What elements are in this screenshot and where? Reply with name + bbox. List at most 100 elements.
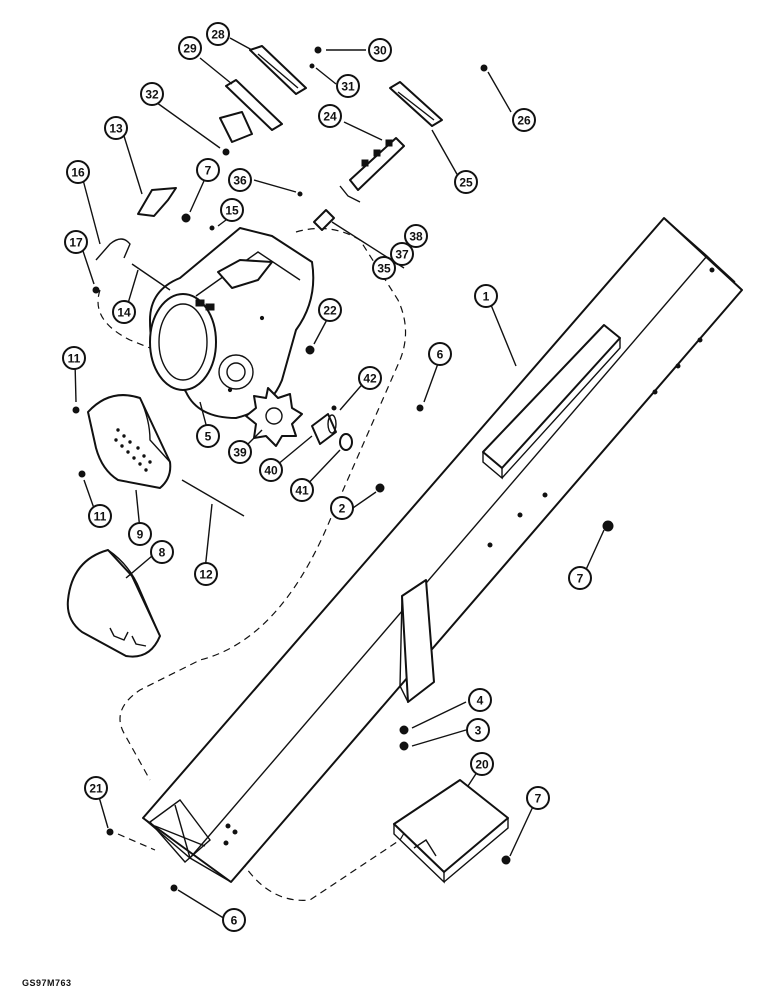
callout-circle — [196, 424, 220, 448]
bushing-40 — [311, 413, 337, 445]
callout-number: 2 — [339, 502, 346, 516]
callout-number: 38 — [409, 230, 423, 244]
callout-26: 26 — [512, 108, 536, 132]
callout-30: 30 — [368, 38, 392, 62]
callout-number: 8 — [159, 546, 166, 560]
callout-38: 38 — [404, 224, 428, 248]
assembly-group-outline-upper — [119, 227, 407, 781]
callout-circle — [194, 562, 218, 586]
callout-circle — [259, 458, 283, 482]
callout-circle — [228, 440, 252, 464]
callout-29: 29 — [178, 36, 202, 60]
callout-circle — [368, 38, 392, 62]
callout-circle — [526, 786, 550, 810]
mounting-bracket — [399, 579, 435, 703]
callout-circle — [66, 160, 90, 184]
callout-circle — [222, 908, 246, 932]
callout-number: 6 — [231, 914, 238, 928]
callout-8: 8 — [150, 540, 174, 564]
callout-number: 42 — [363, 372, 377, 386]
perforated-cover — [87, 394, 172, 489]
callout-number: 1 — [483, 290, 490, 304]
callout-circle — [84, 776, 108, 800]
callout-circle — [466, 718, 490, 742]
callout-circle — [568, 566, 592, 590]
callout-number: 24 — [323, 110, 337, 124]
callout-number: 12 — [199, 568, 213, 582]
callout-number: 20 — [475, 758, 489, 772]
callout-number: 4 — [477, 694, 484, 708]
callout-1: 1 — [474, 284, 498, 308]
callout-4: 4 — [468, 688, 492, 712]
callout-circle — [358, 366, 382, 390]
callout-circle — [88, 504, 112, 528]
callout-number: 11 — [94, 510, 107, 524]
callout-circle — [62, 346, 86, 370]
callout-number: 6 — [437, 348, 444, 362]
bracket-32 — [219, 111, 253, 143]
callout-circle — [454, 170, 478, 194]
callout-number: 9 — [137, 528, 144, 542]
callout-6: 6 — [222, 908, 246, 932]
callout-number: 29 — [183, 42, 197, 56]
callout-number: 25 — [459, 176, 473, 190]
callout-14: 14 — [112, 300, 136, 324]
callout-circle — [104, 116, 128, 140]
callout-7: 7 — [568, 566, 592, 590]
callout-number: 13 — [109, 122, 123, 136]
callout-number: 11 — [68, 352, 81, 366]
callout-number: 31 — [341, 80, 355, 94]
strap-28 — [249, 45, 307, 95]
callout-32: 32 — [140, 82, 164, 106]
head-housing — [149, 227, 315, 419]
callout-11: 11 — [62, 346, 86, 370]
strap-25 — [389, 81, 443, 127]
callout-circle — [64, 230, 88, 254]
callout-circle — [372, 256, 396, 280]
callout-circle — [318, 104, 342, 128]
callout-25: 25 — [454, 170, 478, 194]
washer-41 — [339, 433, 353, 451]
callout-number: 17 — [69, 236, 83, 250]
callout-40: 40 — [259, 458, 283, 482]
callout-number: 37 — [395, 248, 409, 262]
callout-9: 9 — [128, 522, 152, 546]
callout-number: 35 — [377, 262, 391, 276]
callout-31: 31 — [336, 74, 360, 98]
chain-24 — [339, 137, 405, 203]
callout-number: 30 — [373, 44, 387, 58]
callout-circle — [318, 298, 342, 322]
callout-circle — [196, 158, 220, 182]
callout-circle — [140, 82, 164, 106]
callout-circle — [428, 342, 452, 366]
assembly-group-outline-left — [97, 289, 181, 361]
callout-21: 21 — [84, 776, 108, 800]
strap-29 — [225, 79, 283, 131]
callout-circle — [290, 478, 314, 502]
callout-circle — [512, 108, 536, 132]
callout-24: 24 — [318, 104, 342, 128]
cover-plate — [393, 779, 509, 884]
callout-7: 7 — [196, 158, 220, 182]
callout-circle — [178, 36, 202, 60]
lower-cover — [66, 549, 161, 658]
callout-12: 12 — [194, 562, 218, 586]
callout-circle — [336, 74, 360, 98]
u-bolt-16 — [95, 238, 131, 261]
callout-circle — [474, 284, 498, 308]
callout-circle — [390, 242, 414, 266]
long-bolt-12 — [181, 479, 245, 517]
callout-6: 6 — [428, 342, 452, 366]
callout-11: 11 — [88, 504, 112, 528]
callout-37: 37 — [390, 242, 414, 266]
drawing-code: GS97M763 — [22, 978, 72, 988]
callout-circle — [404, 224, 428, 248]
callout-2: 2 — [330, 496, 354, 520]
callout-number: 32 — [145, 88, 159, 102]
callout-13: 13 — [104, 116, 128, 140]
callout-circle — [330, 496, 354, 520]
callout-number: 41 — [295, 484, 309, 498]
callout-35: 35 — [372, 256, 396, 280]
callout-number: 26 — [517, 114, 531, 128]
